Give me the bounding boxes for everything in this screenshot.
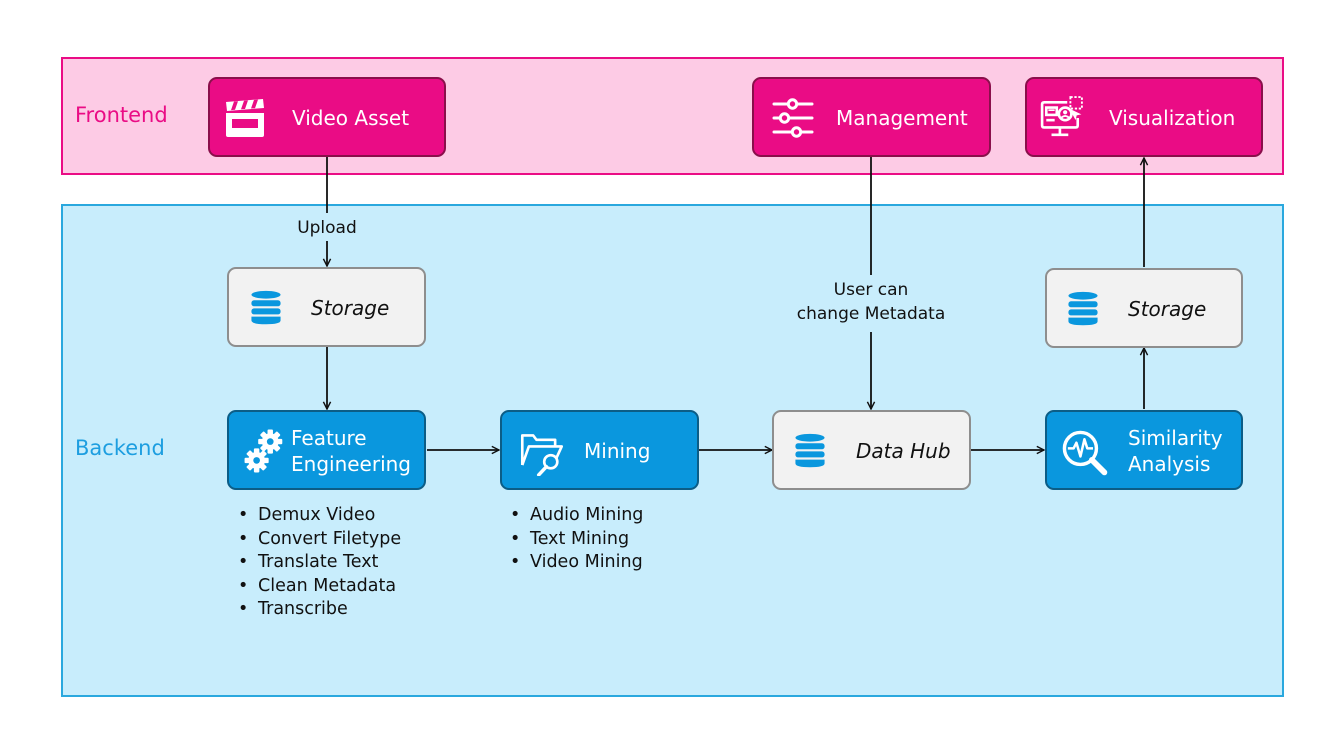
feature-engineering-node[interactable]: Feature Engineering <box>227 410 426 490</box>
gears-icon <box>244 429 283 473</box>
similarity-analysis-node[interactable]: Similarity Analysis <box>1045 410 1243 490</box>
backend-lane-label: Backend <box>75 436 165 460</box>
video-asset-node[interactable]: Video Asset <box>208 77 446 157</box>
mining-label: Mining <box>584 439 651 463</box>
monitor-dashboard-icon <box>1040 96 1083 137</box>
upload-edge-label: Upload <box>297 218 357 238</box>
similarity-analysis-label-line2: Analysis <box>1128 452 1211 476</box>
metadata-edge-label-line1: User can <box>833 280 909 300</box>
database-icon <box>1068 291 1098 326</box>
management-node[interactable]: Management <box>752 77 991 157</box>
mining-node[interactable]: Mining <box>500 410 699 490</box>
feature-engineering-label-line1: Feature <box>291 426 367 450</box>
list-item: Clean Metadata <box>236 575 401 599</box>
data-hub-label: Data Hub <box>856 439 951 463</box>
feature-engineering-steps: Demux Video Convert Filetype Translate T… <box>236 504 401 622</box>
list-item: Demux Video <box>236 504 401 528</box>
storage-input-label: Storage <box>311 296 390 320</box>
sliders-icon <box>772 98 814 138</box>
similarity-analysis-label: Similarity Analysis <box>1128 425 1223 477</box>
storage-input-node[interactable]: Storage <box>227 267 426 347</box>
storage-output-node[interactable]: Storage <box>1045 268 1243 348</box>
data-hub-node[interactable]: Data Hub <box>772 410 971 490</box>
metadata-edge-label-line2: change Metadata <box>796 304 946 324</box>
feature-engineering-label: Feature Engineering <box>291 425 411 477</box>
visualization-node[interactable]: Visualization <box>1025 77 1263 157</box>
metadata-edge-label: User can change Metadata <box>771 278 971 326</box>
list-item: Transcribe <box>236 598 401 622</box>
magnifier-pulse-icon <box>1062 430 1108 476</box>
management-label: Management <box>836 106 968 130</box>
storage-output-label: Storage <box>1128 297 1207 321</box>
video-asset-label: Video Asset <box>292 106 410 130</box>
list-item: Text Mining <box>508 528 643 552</box>
list-item: Translate Text <box>236 551 401 575</box>
visualization-label: Visualization <box>1109 106 1236 130</box>
mining-steps: Audio Mining Text Mining Video Mining <box>508 504 643 575</box>
list-item: Convert Filetype <box>236 528 401 552</box>
database-icon <box>795 433 825 468</box>
clapperboard-icon <box>226 99 264 137</box>
frontend-lane-label: Frontend <box>75 103 168 127</box>
list-item: Audio Mining <box>508 504 643 528</box>
list-item: Video Mining <box>508 551 643 575</box>
folder-search-icon <box>520 434 564 476</box>
database-icon <box>251 290 281 325</box>
feature-engineering-label-line2: Engineering <box>291 452 411 476</box>
similarity-analysis-label-line1: Similarity <box>1128 426 1223 450</box>
